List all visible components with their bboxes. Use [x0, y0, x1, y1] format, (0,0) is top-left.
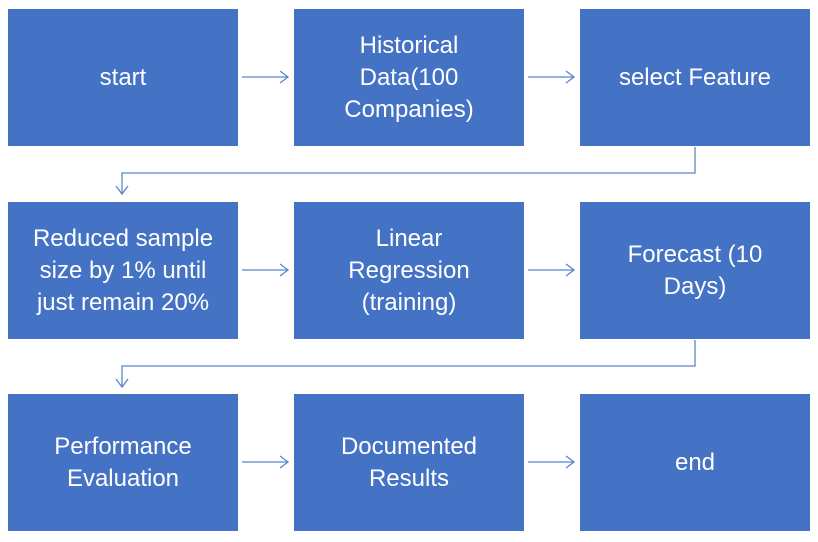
arrow-historical-to-select	[528, 70, 576, 84]
historical-data-box[interactable]: Historical Data(100 Companies)	[294, 9, 524, 146]
arrow-reduced-to-regression	[242, 263, 290, 277]
arrow-documented-to-end	[528, 455, 576, 469]
linear-regression-box[interactable]: Linear Regression (training)	[294, 202, 524, 339]
documented-results-box[interactable]: Documented Results	[294, 394, 524, 531]
reduced-sample-box[interactable]: Reduced sample size by 1% until just rem…	[8, 202, 238, 339]
arrow-regression-to-forecast	[528, 263, 576, 277]
arrow-forecast-to-performance	[115, 340, 696, 389]
arrow-select-to-reduced	[115, 147, 696, 196]
arrow-start-to-historical	[242, 70, 290, 84]
select-feature-box[interactable]: select Feature	[580, 9, 810, 146]
forecast-box[interactable]: Forecast (10 Days)	[580, 202, 810, 339]
arrow-performance-to-documented	[242, 455, 290, 469]
end-box[interactable]: end	[580, 394, 810, 531]
start-box[interactable]: start	[8, 9, 238, 146]
performance-evaluation-box[interactable]: Performance Evaluation	[8, 394, 238, 531]
